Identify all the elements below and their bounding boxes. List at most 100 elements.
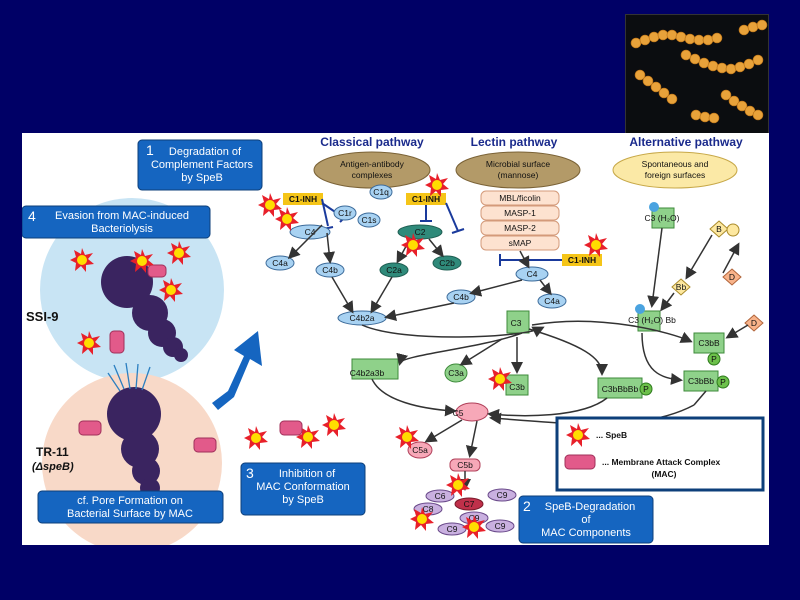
svg-text:Degradation of: Degradation of — [169, 146, 242, 158]
c4b2a-label: C4b2a — [349, 313, 374, 323]
svg-text:of: of — [581, 514, 591, 526]
box-2-speb-degradation: 2 SpeB-Degradation of MAC Components — [518, 495, 654, 544]
c4a-node — [265, 255, 295, 271]
svg-text:C9: C9 — [495, 521, 506, 531]
c2-label: C2 — [415, 227, 426, 237]
svg-text:Bacteriolysis: Bacteriolysis — [91, 223, 153, 235]
c3h2o-dot — [649, 202, 659, 212]
legend-mac-abbrev: (MAC) — [651, 469, 676, 479]
box-3-inhibition: 3 Inhibition of MAC Conformation by SpeB — [240, 462, 366, 516]
box-4-evasion: 4 Evasion from MAC-induced Bacteriolysis — [21, 205, 211, 239]
c1-inh-label-lectin: C1-INH — [562, 254, 602, 266]
box-cf-pore-formation: cf. Pore Formation on Bacterial Surface … — [37, 490, 224, 524]
factor-d-label-2: D — [751, 318, 757, 328]
svg-text:Inhibition of: Inhibition of — [279, 468, 336, 480]
bb-label: Bb — [676, 282, 687, 292]
pathway-arrows — [287, 224, 749, 491]
c3h2obb-node — [637, 310, 661, 332]
factor-d-node-1 — [722, 268, 742, 286]
c3b-label: C3b — [509, 382, 525, 392]
svg-text:Microbial surface: Microbial surface — [486, 159, 551, 169]
svg-text:C9: C9 — [447, 524, 458, 534]
c3h2o-label: C3 (H₂O) — [645, 213, 680, 223]
tr11-label: TR-11 — [36, 445, 69, 459]
c4-node-lectin — [515, 266, 549, 282]
c1q-node — [369, 184, 393, 200]
c4b-node-lectin — [446, 289, 476, 305]
c4a-node-lectin — [537, 293, 567, 309]
svg-text:sMAP: sMAP — [509, 238, 532, 248]
svg-text:by SpeB: by SpeB — [181, 172, 223, 184]
svg-text:Evasion from MAC-induced: Evasion from MAC-induced — [55, 210, 189, 222]
c3-label: C3 — [511, 318, 522, 328]
c2a-node — [379, 262, 409, 278]
svg-text:(mannose): (mannose) — [498, 170, 539, 180]
c4b-label-lectin: C4b — [453, 292, 469, 302]
svg-text:3: 3 — [246, 465, 254, 481]
c1-inh-label-right: C1-INH — [406, 193, 446, 205]
svg-text:P: P — [720, 377, 726, 387]
c3bbbbb-label: C3bBbBb — [602, 384, 639, 394]
legend-speb-label: ... SpeB — [596, 430, 627, 440]
c3b-node — [505, 374, 529, 396]
properdin-node-1 — [707, 352, 721, 366]
svg-text:P: P — [711, 354, 717, 364]
ssi9-bacterium — [101, 256, 188, 362]
legend-mac-label: ... Membrane Attack Complex — [602, 457, 721, 467]
c1s-label: C1s — [361, 215, 376, 225]
c4-label-classical: C4 — [305, 227, 316, 237]
legend-mac-icon — [564, 454, 596, 470]
svg-text:2: 2 — [523, 498, 531, 514]
svg-text:Spontaneous and: Spontaneous and — [642, 159, 709, 169]
c4b-label-classical: C4b — [322, 265, 338, 275]
c5a-label: C5a — [412, 445, 428, 455]
c4b2a3b-node — [351, 358, 399, 380]
alternative-trigger: Spontaneous and foreign surfaces — [612, 151, 738, 189]
lectin-trigger: Microbial surface (mannose) — [455, 151, 581, 189]
c3h2obb-label: C3 (H₂O) Bb — [628, 315, 676, 325]
svg-text:Bacterial Surface by MAC: Bacterial Surface by MAC — [67, 508, 193, 520]
alternative-pathway-title: Alternative pathway — [629, 135, 743, 149]
bacteria-photo — [625, 14, 769, 134]
svg-text:Complement Factors: Complement Factors — [151, 159, 254, 171]
svg-text:MASP-1: MASP-1 — [504, 208, 536, 218]
c5a-node — [407, 441, 433, 459]
svg-text:4: 4 — [28, 208, 36, 224]
properdin-node-2 — [716, 375, 730, 389]
svg-text:C1-INH: C1-INH — [289, 194, 317, 204]
tr11-sublabel: (ΔspeB) — [32, 461, 74, 473]
classical-pathway-title: Classical pathway — [320, 135, 424, 149]
svg-text:MAC Conformation: MAC Conformation — [256, 481, 350, 493]
classical-trigger: Antigen-antibody complexes — [313, 151, 431, 189]
c1s-node — [357, 212, 381, 228]
c4-label-lectin: C4 — [527, 269, 538, 279]
svg-text:C1-INH: C1-INH — [568, 255, 596, 265]
c3h2o-node — [651, 207, 675, 229]
transition-arrow — [212, 331, 262, 410]
lectin-pathway-title: Lectin pathway — [471, 135, 558, 149]
c4a-label-lectin: C4a — [544, 296, 560, 306]
svg-text:P: P — [643, 384, 649, 394]
svg-text:MASP-2: MASP-2 — [504, 223, 536, 233]
svg-text:1: 1 — [146, 142, 154, 158]
c2b-label: C2b — [439, 258, 455, 268]
c2b-node — [432, 255, 462, 271]
c2a-label: C2a — [386, 265, 402, 275]
c5b-label: C5b — [457, 460, 473, 470]
ssi9-label: SSI-9 — [26, 309, 59, 324]
c3bb-label: C3bB — [698, 338, 720, 348]
c4-node-classical — [289, 224, 331, 240]
svg-text:MAC Components: MAC Components — [541, 527, 631, 539]
svg-text:C7: C7 — [464, 499, 475, 509]
mac-pores-tr11 — [107, 362, 151, 392]
c3a-label: C3a — [448, 368, 464, 378]
legend: ... SpeB ... Membrane Attack Complex (MA… — [555, 416, 765, 492]
c3bbb-label: C3bBb — [688, 376, 714, 386]
factor-d-node-2 — [744, 314, 764, 332]
c5-label: C5 — [453, 408, 464, 418]
svg-text:C8: C8 — [423, 504, 434, 514]
svg-text:MBL/ficolin: MBL/ficolin — [499, 193, 541, 203]
c1r-label: C1r — [338, 208, 352, 218]
c4a-label: C4a — [272, 258, 288, 268]
c1r-node — [333, 205, 357, 221]
